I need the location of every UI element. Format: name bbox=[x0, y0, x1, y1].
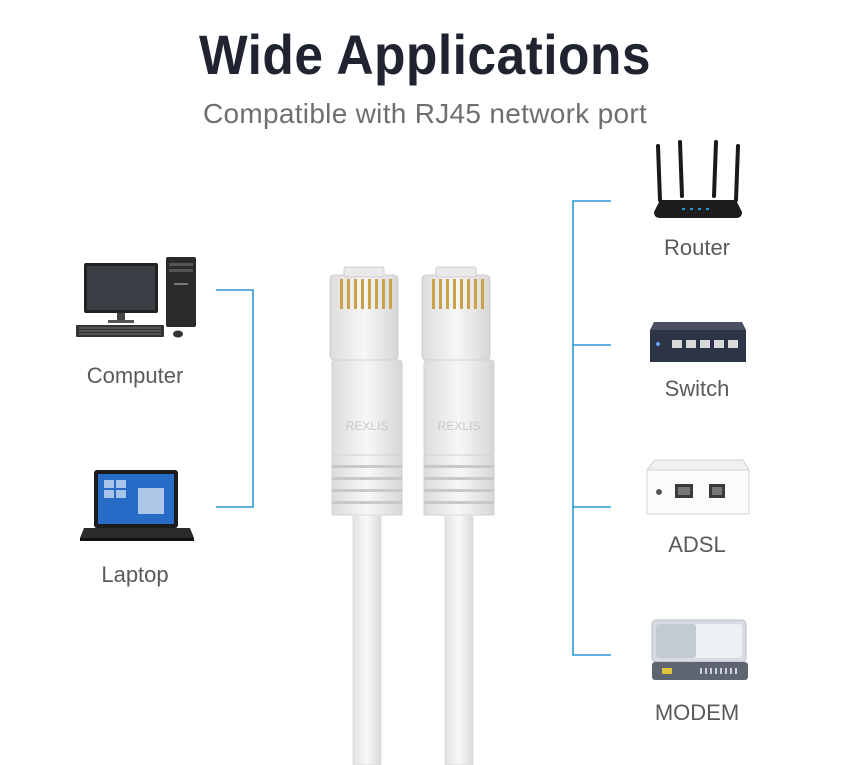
device-label-modem: MODEM bbox=[654, 700, 740, 725]
svg-text:REXLIS: REXLIS bbox=[346, 419, 389, 433]
device-label-adsl: ADSL bbox=[668, 532, 726, 557]
device-label-router: Router bbox=[663, 235, 731, 260]
left-bracket-line bbox=[216, 289, 254, 508]
page-subtitle: Compatible with RJ45 network port bbox=[202, 98, 648, 129]
cable-plug-left: REXLIS bbox=[329, 266, 403, 765]
right-bracket-line bbox=[572, 200, 611, 656]
page-title: Wide Applications bbox=[199, 23, 651, 86]
svg-text:REXLIS: REXLIS bbox=[438, 419, 481, 433]
desktop-computer-icon bbox=[74, 255, 200, 343]
ethernet-cable-illustration: REXLIS REXLIS bbox=[329, 266, 495, 765]
modem-icon bbox=[650, 618, 750, 682]
router-icon bbox=[652, 140, 744, 222]
laptop-icon bbox=[78, 468, 196, 544]
device-label-computer: Computer bbox=[86, 363, 184, 388]
device-label-laptop: Laptop bbox=[101, 562, 169, 587]
network-switch-icon bbox=[648, 320, 748, 366]
adsl-box-icon bbox=[645, 458, 751, 518]
cable-plug-right: REXLIS bbox=[421, 266, 495, 765]
device-label-switch: Switch bbox=[664, 376, 730, 401]
